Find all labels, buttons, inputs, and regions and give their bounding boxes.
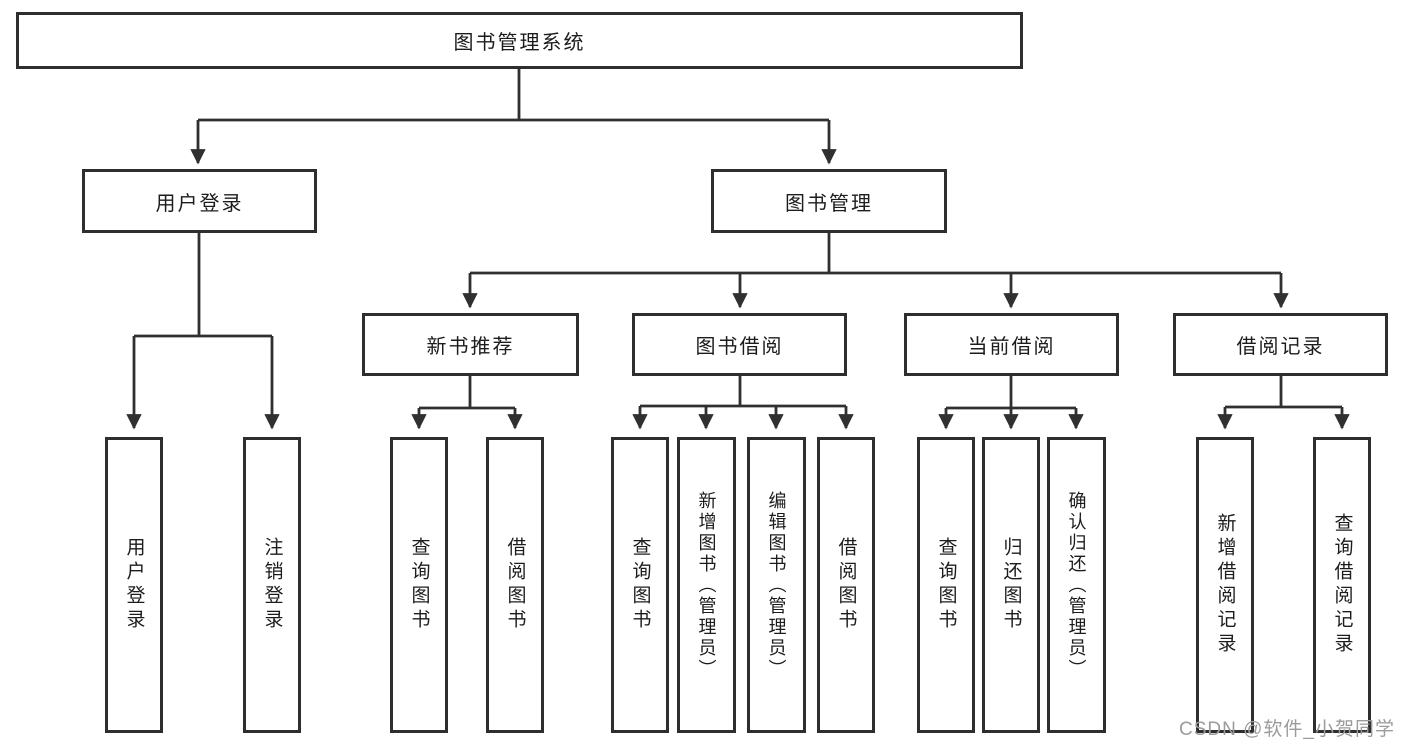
leaf-logout: 注销登录 [243, 437, 301, 733]
node-new-book-recommend: 新书推荐 [362, 313, 579, 376]
leaf-bb-borrow-books-label: 借阅图书 [835, 537, 857, 633]
node-user-login: 用户登录 [82, 169, 317, 233]
leaf-br-query-record-label: 查询借阅记录 [1331, 513, 1353, 657]
leaf-bb-query-books: 查询图书 [611, 437, 669, 733]
leaf-user-login: 用户登录 [105, 437, 163, 733]
leaf-cb-return-books-label: 归还图书 [1000, 537, 1022, 633]
leaf-nbr-query-books: 查询图书 [390, 437, 448, 733]
node-borrow-records: 借阅记录 [1173, 313, 1388, 376]
leaf-bb-edit-books-admin: 编辑图书（管理员） [747, 437, 806, 733]
leaf-logout-label: 注销登录 [261, 537, 283, 633]
leaf-br-add-record: 新增借阅记录 [1196, 437, 1254, 733]
node-current-borrow: 当前借阅 [904, 313, 1119, 376]
leaf-nbr-query-books-label: 查询图书 [408, 537, 430, 633]
node-user-login-label: 用户登录 [155, 192, 244, 215]
leaf-cb-query-books: 查询图书 [917, 437, 975, 733]
leaf-br-query-record: 查询借阅记录 [1313, 437, 1371, 733]
leaf-bb-add-books-admin: 新增图书（管理员） [677, 437, 736, 733]
leaf-cb-query-books-label: 查询图书 [935, 537, 957, 633]
node-new-book-recommend-label: 新书推荐 [426, 336, 515, 358]
leaf-bb-borrow-books: 借阅图书 [817, 437, 875, 733]
node-book-borrow: 图书借阅 [632, 313, 847, 376]
node-borrow-records-label: 借阅记录 [1236, 336, 1325, 358]
leaf-bb-edit-books-admin-label: 编辑图书（管理员） [766, 490, 787, 680]
node-root-label: 图书管理系统 [453, 32, 586, 54]
leaf-cb-confirm-return-admin: 确认归还（管理员） [1047, 437, 1106, 733]
leaf-br-add-record-label: 新增借阅记录 [1214, 513, 1236, 657]
node-current-borrow-label: 当前借阅 [967, 336, 1056, 358]
leaf-bb-add-books-admin-label: 新增图书（管理员） [696, 490, 717, 680]
node-book-management-label: 图书管理 [785, 192, 873, 215]
csdn-watermark: CSDN @软件_小贺同学 [1179, 719, 1395, 740]
node-root: 图书管理系统 [16, 12, 1023, 69]
node-book-management: 图书管理 [711, 169, 947, 233]
node-book-borrow-label: 图书借阅 [695, 336, 784, 358]
leaf-nbr-borrow-books-label: 借阅图书 [504, 537, 526, 633]
leaf-cb-return-books: 归还图书 [982, 437, 1040, 733]
leaf-user-login-label: 用户登录 [123, 537, 145, 633]
leaf-cb-confirm-return-admin-label: 确认归还（管理员） [1066, 490, 1087, 680]
leaf-nbr-borrow-books: 借阅图书 [486, 437, 544, 733]
leaf-bb-query-books-label: 查询图书 [629, 537, 651, 633]
